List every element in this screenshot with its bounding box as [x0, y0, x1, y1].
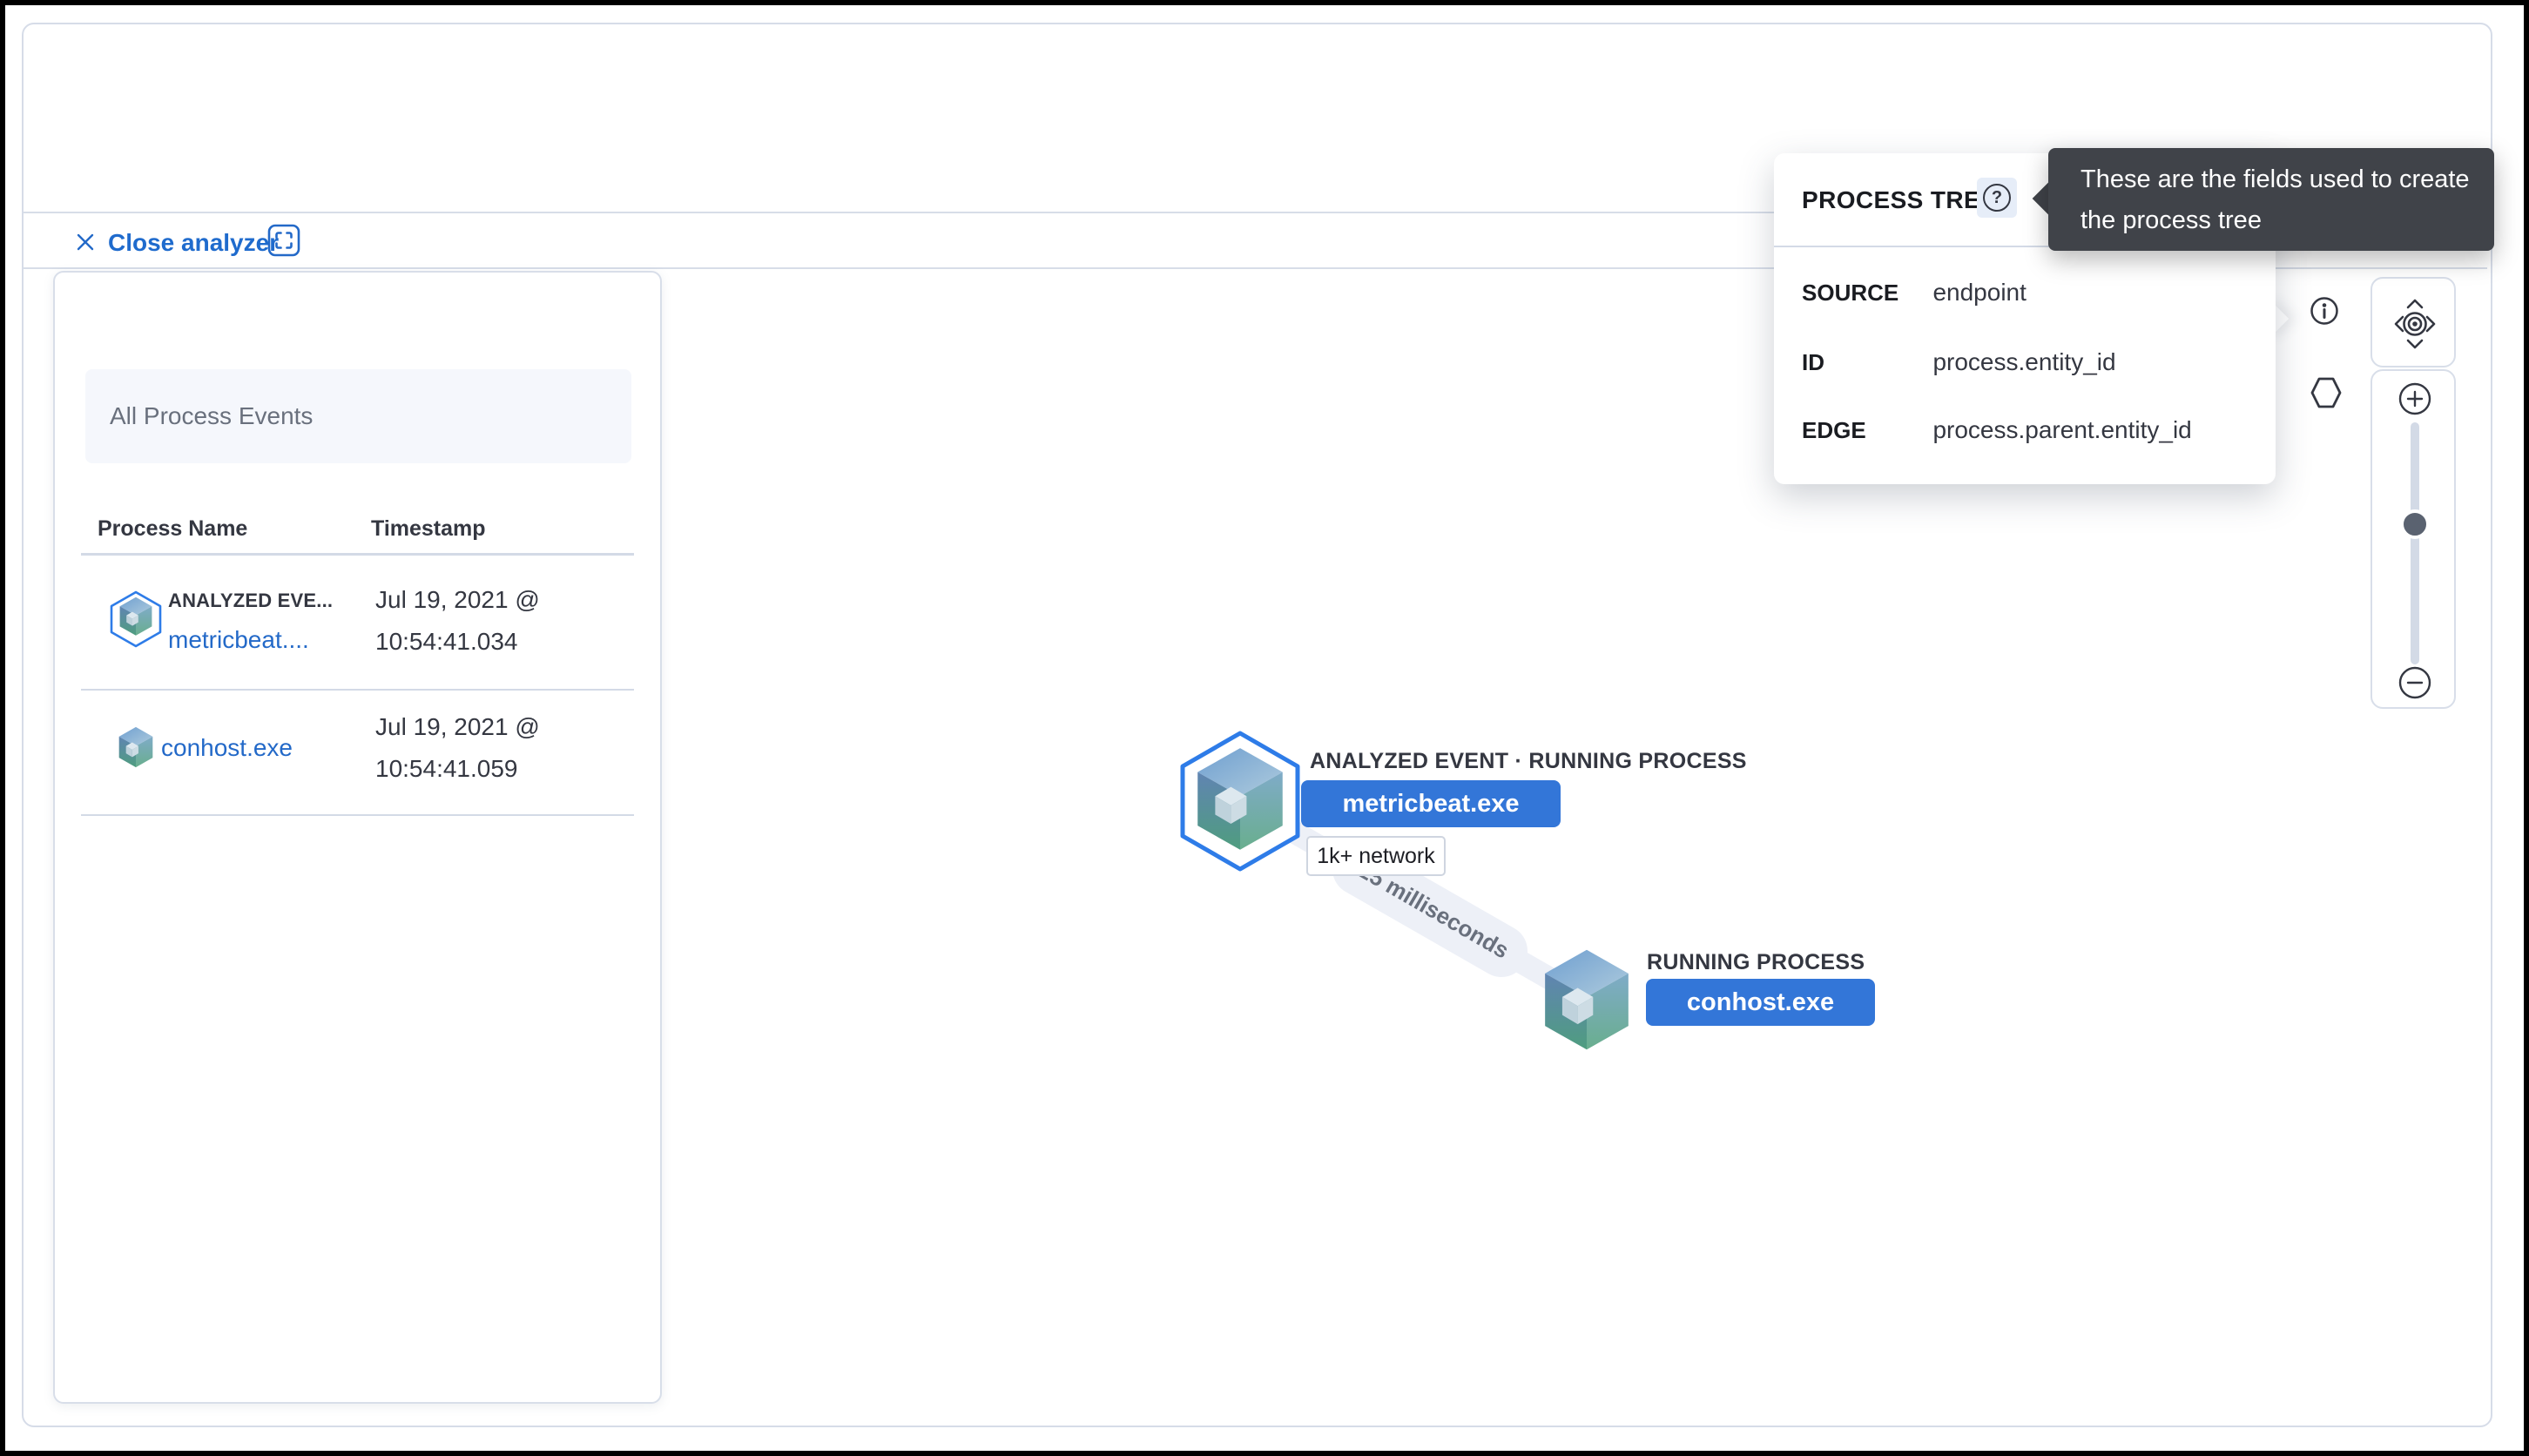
zoom-slider-thumb[interactable] — [2400, 509, 2430, 539]
pan-down-button[interactable] — [2406, 339, 2424, 349]
pan-left-button[interactable] — [2394, 315, 2404, 333]
running-process-node-cube[interactable] — [1541, 947, 1632, 1052]
header-divider — [24, 267, 2487, 269]
process-tree-tooltip: These are the fields used to create the … — [2048, 148, 2494, 251]
help-icon[interactable]: ? — [1983, 184, 2011, 212]
column-header-timestamp: Timestamp — [371, 516, 486, 541]
column-header-process-name: Process Name — [98, 516, 248, 541]
schema-hexagon-icon[interactable] — [2308, 374, 2344, 411]
help-icon-chip[interactable]: ? — [1977, 178, 2017, 218]
process-cube-icon — [118, 726, 153, 768]
top-divider — [24, 212, 2487, 213]
network-events-badge[interactable]: 1k+ network — [1306, 836, 1446, 876]
node-event-type-label: RUNNING PROCESS — [1647, 950, 1865, 974]
analyzed-event-node-cube[interactable] — [1177, 730, 1303, 873]
popover-title: PROCESS TREE — [1802, 186, 1998, 213]
zoom-out-button[interactable] — [2398, 666, 2431, 699]
timestamp-line2: 10:54:41.059 — [375, 755, 518, 782]
field-value-edge: process.parent.entity_id — [1932, 416, 2192, 443]
popover-divider — [1774, 246, 2276, 247]
event-category-select[interactable]: All Process Events — [85, 369, 631, 463]
timestamp-line1: Jul 19, 2021 @ — [375, 586, 540, 613]
process-node-button-metricbeat[interactable]: metricbeat.exe — [1301, 780, 1561, 827]
analyzer-page: Close analyzer All Process Events Proces… — [5, 5, 2524, 1451]
field-value-id: process.entity_id — [1932, 348, 2116, 375]
row-event-type-label: ANALYZED EVE... — [168, 590, 334, 611]
process-name-link[interactable]: metricbeat.... — [168, 626, 309, 653]
field-label-id: ID — [1802, 349, 1824, 375]
zoom-slider-track[interactable] — [2411, 422, 2419, 664]
field-row: ID process.entity_id — [1802, 348, 2116, 376]
field-label-source: SOURCE — [1802, 280, 1899, 306]
analyzed-event-hexagon-cube-icon — [110, 590, 162, 648]
close-icon[interactable] — [71, 228, 99, 256]
row-divider — [81, 689, 634, 691]
field-row: EDGE process.parent.entity_id — [1802, 416, 2192, 444]
process-events-panel: All Process Events Process Name Timestam… — [53, 271, 662, 1404]
field-label-edge: EDGE — [1802, 417, 1866, 443]
zoom-in-button[interactable] — [2398, 382, 2431, 415]
pan-up-button[interactable] — [2406, 299, 2424, 309]
timestamp-line1: Jul 19, 2021 @ — [375, 713, 540, 740]
pan-right-button[interactable] — [2425, 315, 2436, 333]
close-analyzer-button[interactable]: Close analyzer — [108, 229, 280, 256]
row-divider — [81, 814, 634, 816]
timestamp-line2: 10:54:41.034 — [375, 628, 518, 655]
process-tree-popover: PROCESS TREE ? SOURCE endpoint ID proces… — [1774, 153, 2276, 484]
center-view-button[interactable] — [2403, 312, 2427, 336]
process-node-button-conhost[interactable]: conhost.exe — [1646, 979, 1875, 1026]
tooltip-text-line1: These are the fields used to create — [2081, 165, 2470, 193]
process-name-link[interactable]: conhost.exe — [161, 734, 293, 761]
fullscreen-icon[interactable] — [266, 223, 301, 258]
tooltip-text-line2: the process tree — [2081, 206, 2262, 234]
event-category-label: All Process Events — [110, 402, 314, 429]
table-header-underline — [81, 553, 634, 556]
zoom-controls — [2371, 369, 2456, 709]
field-row: SOURCE endpoint — [1802, 279, 2027, 307]
info-icon[interactable] — [2308, 294, 2341, 327]
field-value-source: endpoint — [1932, 279, 2027, 306]
node-event-type-label: ANALYZED EVENT · RUNNING PROCESS — [1310, 749, 1747, 773]
pan-controls — [2371, 277, 2456, 367]
